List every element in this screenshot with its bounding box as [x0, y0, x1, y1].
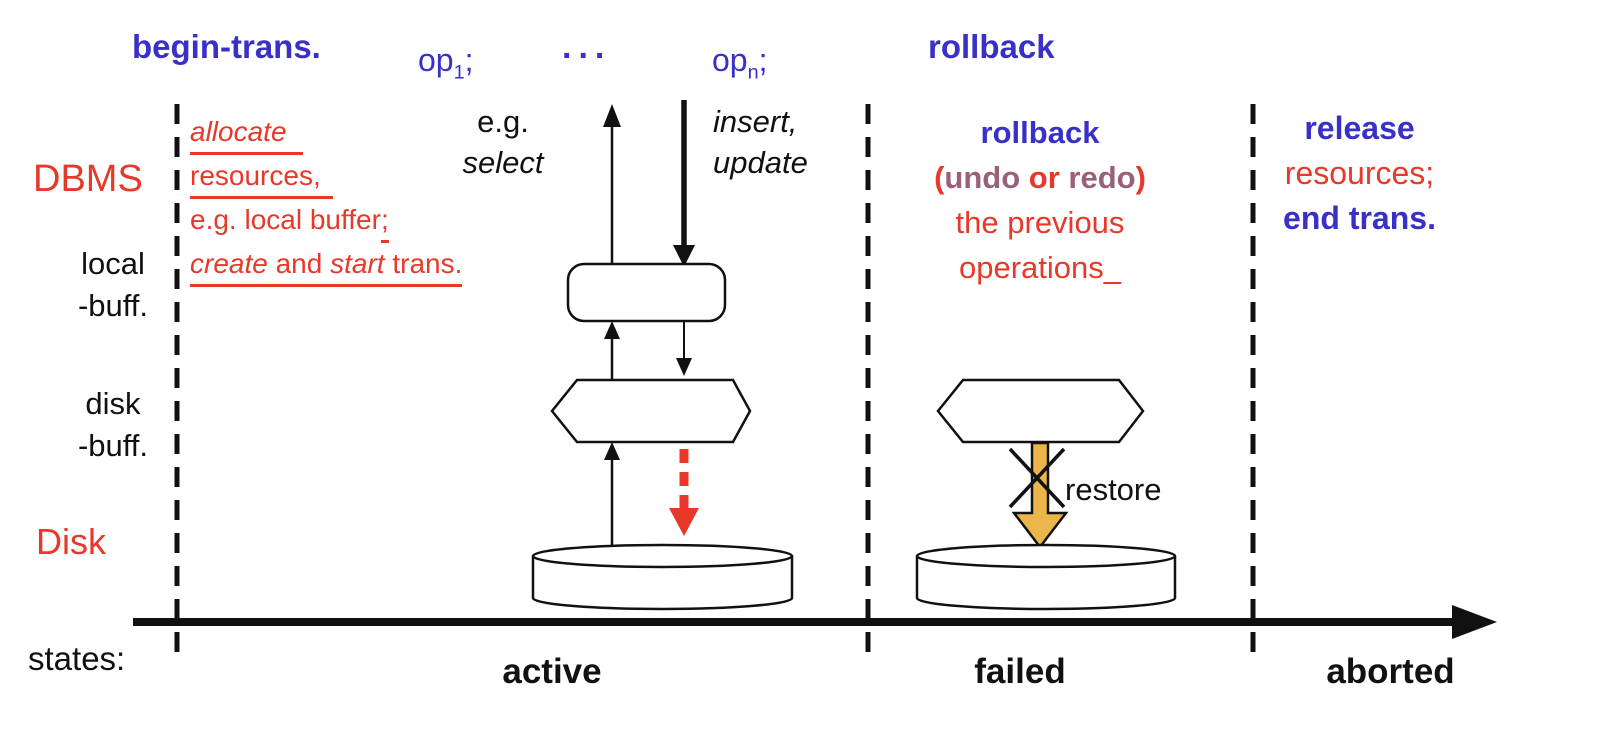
- rollback-note: rollback (undo or redo) the previous ope…: [915, 110, 1165, 290]
- restore-arrow: [1011, 441, 1069, 550]
- read-example-note: e.g. select: [443, 101, 563, 183]
- disk-to-diskbuff-arrowhead-icon: [604, 442, 620, 460]
- timeline-arrowhead-icon: [1452, 605, 1497, 639]
- select-text: select: [462, 145, 544, 180]
- operations-text: operations: [958, 250, 1104, 285]
- local-buffer-label: local -buff.: [53, 243, 173, 327]
- begin-note-line1: allocate: [190, 111, 462, 155]
- previous-text: the previous: [955, 205, 1125, 240]
- create-text: create: [190, 248, 268, 279]
- local-buffer-shape: [566, 262, 727, 323]
- release-text: release: [1304, 110, 1415, 146]
- localbuff-to-diskbuff-arrowhead-icon: [676, 358, 692, 376]
- disk-buffer-shape-failed: [936, 378, 1145, 444]
- update-text: update: [713, 145, 808, 180]
- release-note: release resources; end trans.: [1262, 106, 1457, 241]
- disk-cylinder-body-failed: [915, 556, 1177, 611]
- state-aborted-label: aborted: [1326, 652, 1455, 691]
- cancel-x-icon: [1008, 447, 1066, 509]
- begin-note: allocate resources, e.g. local buffer; c…: [190, 111, 463, 287]
- local-buffer-label-line1: local: [81, 246, 145, 281]
- disk-buffer-shape-active: [550, 378, 752, 444]
- dbms-label: DBMS: [33, 158, 143, 200]
- begin-note-line4: create and start trans.: [190, 243, 463, 287]
- op1-suffix: ;: [464, 42, 474, 78]
- insert-down-arrowhead-icon: [673, 245, 695, 267]
- resources-text: resources,: [190, 155, 333, 199]
- eg-text: e.g.: [477, 104, 529, 139]
- release-resources-text: resources;: [1284, 155, 1435, 191]
- local-buffer-example-text: e.g. local buffer: [190, 204, 381, 235]
- diskbuff-to-localbuff-arrowhead-icon: [604, 321, 620, 339]
- header-op1-label: op1;: [418, 42, 474, 82]
- disk-cylinder-body-active: [531, 556, 794, 611]
- end-trans-text: end trans.: [1283, 200, 1436, 236]
- operations-underscore-mark: _: [1103, 250, 1122, 285]
- restore-label: restore: [1065, 472, 1162, 507]
- paren-open-text: (: [934, 160, 945, 195]
- header-rollback-label: rollback: [928, 28, 1055, 65]
- start-text: start: [330, 248, 385, 279]
- begin-note-line2: resources,: [190, 155, 462, 199]
- state-failed-label: failed: [974, 652, 1066, 691]
- header-ellipsis-label: ...: [562, 28, 612, 66]
- insert-text: insert,: [713, 104, 798, 139]
- disk-buffer-label-line1: disk: [85, 386, 141, 421]
- semicolon-text: ;: [380, 199, 389, 243]
- rollback-inner-label: rollback: [980, 115, 1100, 150]
- or-text: or: [1020, 160, 1069, 195]
- trans-text: trans.: [384, 248, 463, 279]
- opn-subscript: n: [747, 61, 759, 84]
- disk-buffer-label: disk -buff.: [53, 383, 173, 467]
- paren-close-text: ): [1135, 160, 1146, 195]
- disk-label: Disk: [36, 521, 106, 562]
- op1-subscript: 1: [453, 61, 465, 84]
- header-begin-trans-label: begin-trans.: [132, 28, 321, 65]
- op1-base: op: [418, 42, 454, 78]
- opn-base: op: [712, 42, 748, 78]
- header-opn-label: opn;: [712, 42, 768, 82]
- disk-buffer-label-line2: -buff.: [77, 428, 149, 463]
- undo-text: undo: [944, 160, 1021, 195]
- select-up-arrowhead-icon: [603, 104, 621, 127]
- state-active-label: active: [502, 652, 602, 691]
- undo-redo-line: (undo or redo): [915, 155, 1165, 200]
- write-example-note: insert, update: [713, 101, 808, 183]
- states-label: states:: [28, 640, 126, 677]
- deferred-write-arrowhead-icon: [669, 508, 699, 536]
- disk-cylinder-top-active: [531, 543, 794, 569]
- begin-note-line3: e.g. local buffer;: [190, 199, 462, 243]
- and-text: and: [267, 248, 331, 279]
- local-buffer-label-line2: -buff.: [77, 288, 149, 323]
- redo-text: redo: [1068, 160, 1136, 195]
- allocate-text: allocate: [190, 111, 303, 155]
- disk-cylinder-top-failed: [915, 543, 1177, 569]
- opn-suffix: ;: [758, 42, 768, 78]
- operations-line: operations_: [915, 245, 1165, 290]
